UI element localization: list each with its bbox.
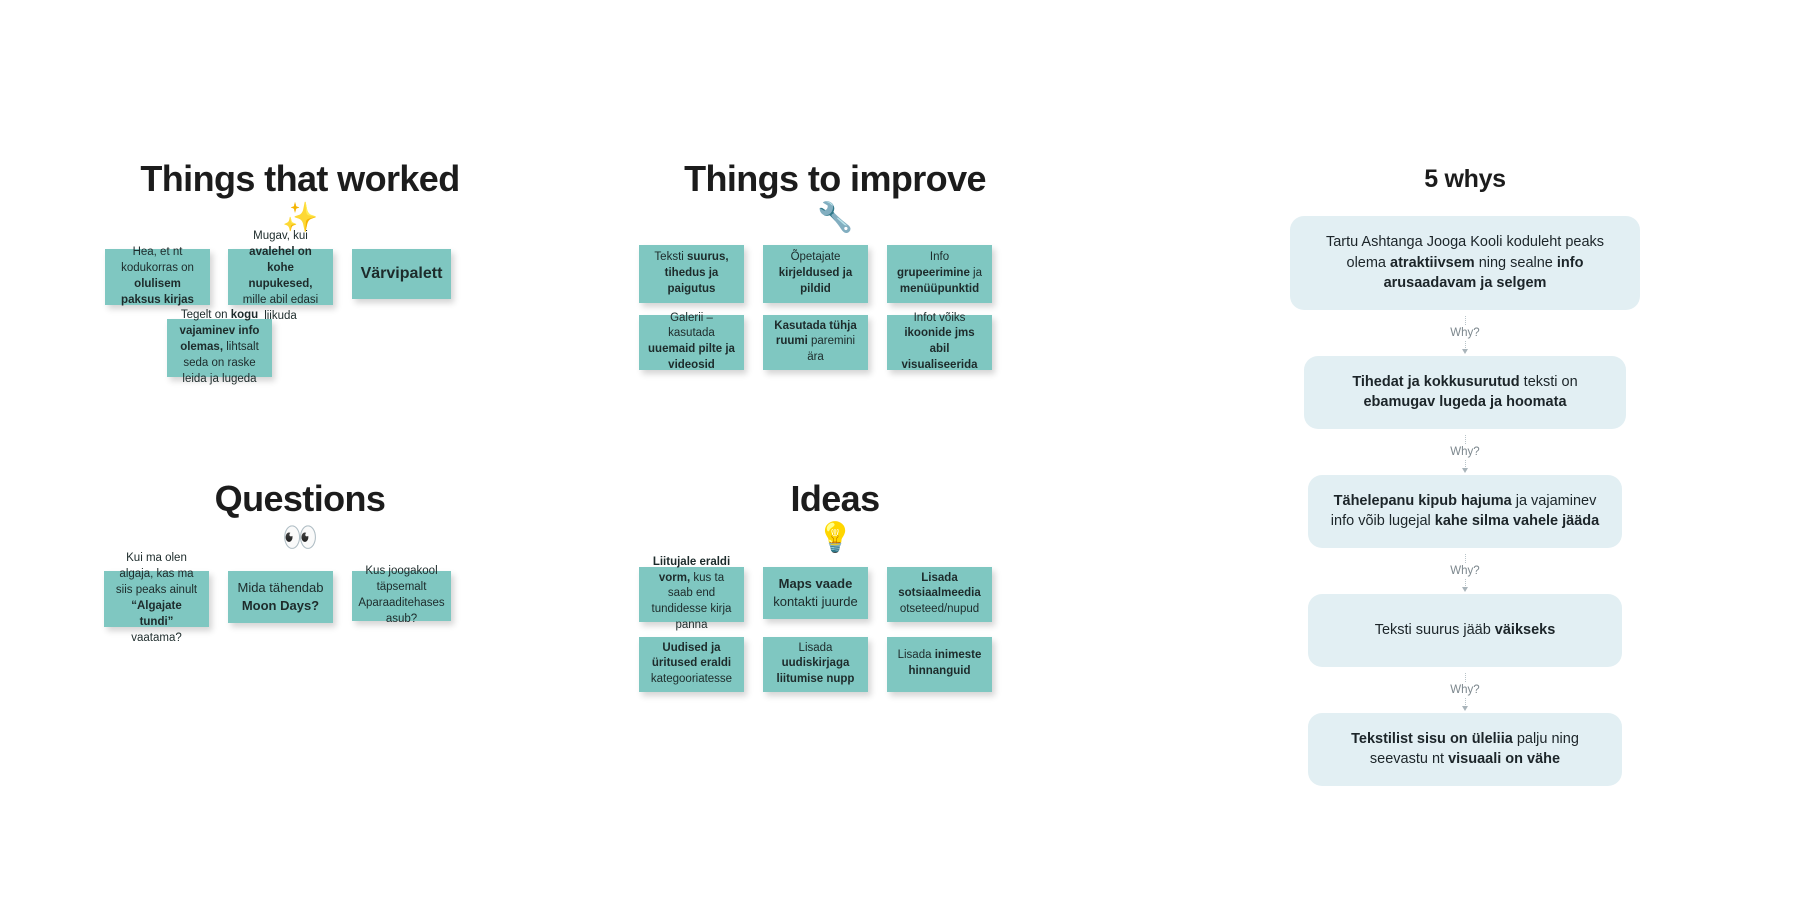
- connector-dots: [1464, 459, 1466, 469]
- why-step-3[interactable]: Tähelepanu kipub hajuma ja vajaminev inf…: [1308, 474, 1622, 549]
- note-teksti-suurus[interactable]: Teksti suurus, tihedus ja paigutus: [639, 244, 744, 303]
- wrench-emoji: 🔧: [816, 201, 854, 234]
- note-moon-days[interactable]: Mida tähendab Moon Days?: [228, 570, 333, 623]
- why-label: Why?: [1450, 565, 1480, 578]
- note-aparaaditehas[interactable]: Kus joogakool täpsemalt Aparaaditehases …: [352, 565, 451, 625]
- note-uudised-uritused[interactable]: Uudised ja üritused eraldi kategooriates…: [639, 636, 744, 692]
- why-label: Why?: [1450, 445, 1480, 458]
- notes-grid: Kui ma olen algaja, kas ma siis peaks ai…: [104, 552, 490, 651]
- why-label: Why?: [1450, 683, 1480, 696]
- page-title: Questions: [214, 478, 386, 519]
- note-opetajate[interactable]: Õpetajate kirjeldused ja pildid: [763, 244, 868, 303]
- note-ikoonid[interactable]: Infot võiks ikoonide jms abil visualisee…: [887, 312, 992, 371]
- connector-dots: [1464, 434, 1466, 444]
- page-title: Things that worked: [140, 158, 460, 199]
- connector-dots: [1464, 340, 1466, 350]
- page-title: Things to improve: [684, 158, 986, 199]
- note-tegelt[interactable]: Tegelt on kogu vajaminev info olemas, li…: [167, 309, 272, 385]
- section-header: Ideas 💡: [645, 480, 1025, 553]
- section-header: Things to improve 🔧: [645, 160, 1025, 233]
- connector-dots: [1464, 554, 1466, 564]
- why-connector-1: Why?: [1290, 310, 1640, 356]
- notes-grid: Hea, et nt kodukorras on olulisem paksus…: [105, 230, 490, 389]
- arrow-down-icon: [1462, 587, 1468, 593]
- notes-grid: Teksti suurus, tihedus ja paigutus Õpeta…: [639, 244, 1025, 395]
- notes-grid: Liitujale eraldi vorm, kus ta saab end t…: [639, 556, 1025, 717]
- why-step-4[interactable]: Teksti suurus jääb väikseks: [1308, 594, 1622, 667]
- note-tuhi-ruum[interactable]: Kasutada tühja ruumi paremini ära: [763, 314, 868, 370]
- section-things-that-worked: Things that worked ✨ Hea, et nt kodukorr…: [105, 160, 490, 389]
- note-sotsiaalmeedia[interactable]: Lisada sotsiaalmeedia otseteed/nupud: [887, 566, 992, 622]
- why-label: Why?: [1450, 326, 1480, 339]
- section-questions: Questions 👀 Kui ma olen algaja, kas ma s…: [104, 480, 490, 651]
- eyes-emoji: 👀: [281, 521, 319, 554]
- note-algaja[interactable]: Kui ma olen algaja, kas ma siis peaks ai…: [104, 552, 209, 644]
- note-liitujale-vorm[interactable]: Liitujale eraldi vorm, kus ta saab end t…: [639, 556, 744, 631]
- connector-dots: [1464, 672, 1466, 682]
- section-header: Things that worked ✨: [110, 160, 490, 233]
- note-info-grupeerimine[interactable]: Info grupeerimine ja menüüpunktid: [887, 244, 992, 303]
- connector-dots: [1464, 697, 1466, 707]
- note-varvipalett[interactable]: Värvipalett: [352, 248, 451, 299]
- note-hinnangud[interactable]: Lisada inimeste hinnanguid: [887, 636, 992, 692]
- arrow-down-icon: [1462, 467, 1468, 473]
- note-kodukorras[interactable]: Hea, et nt kodukorras on olulisem paksus…: [105, 246, 210, 306]
- arrow-down-icon: [1462, 348, 1468, 354]
- five-whys-title: 5 whys: [1424, 165, 1506, 193]
- why-connector-3: Why?: [1290, 548, 1640, 594]
- section-header: Questions 👀: [110, 480, 490, 553]
- section-ideas: Ideas 💡 Liitujale eraldi vorm, kus ta sa…: [639, 480, 1025, 717]
- note-maps-vaade[interactable]: Maps vaade kontakti juurde: [763, 566, 868, 619]
- page-title: Ideas: [790, 478, 880, 519]
- note-galerii[interactable]: Galerii – kasutada uuemaid pilte ja vide…: [639, 312, 744, 371]
- five-whys-panel: 5 whys Tartu Ashtanga Jooga Kooli kodule…: [1290, 165, 1640, 786]
- why-step-1[interactable]: Tartu Ashtanga Jooga Kooli koduleht peak…: [1290, 216, 1640, 310]
- arrow-down-icon: [1462, 705, 1468, 711]
- connector-dots: [1464, 579, 1466, 589]
- note-uudiskiri[interactable]: Lisada uudiskirjaga liitumise nupp: [763, 636, 868, 692]
- why-step-5[interactable]: Tekstilist sisu on üleliia palju ning se…: [1308, 712, 1622, 786]
- sparkles-emoji: ✨: [281, 201, 319, 234]
- why-connector-4: Why?: [1290, 667, 1640, 713]
- section-things-to-improve: Things to improve 🔧 Teksti suurus, tihed…: [639, 160, 1025, 395]
- connector-dots: [1464, 315, 1466, 325]
- why-step-2[interactable]: Tihedat ja kokkusurutud teksti on ebamug…: [1304, 355, 1626, 429]
- why-connector-2: Why?: [1290, 429, 1640, 475]
- lightbulb-emoji: 💡: [816, 521, 854, 554]
- note-avalehel[interactable]: Mugav, kui avalehel on kohe nupukesed, m…: [228, 230, 333, 322]
